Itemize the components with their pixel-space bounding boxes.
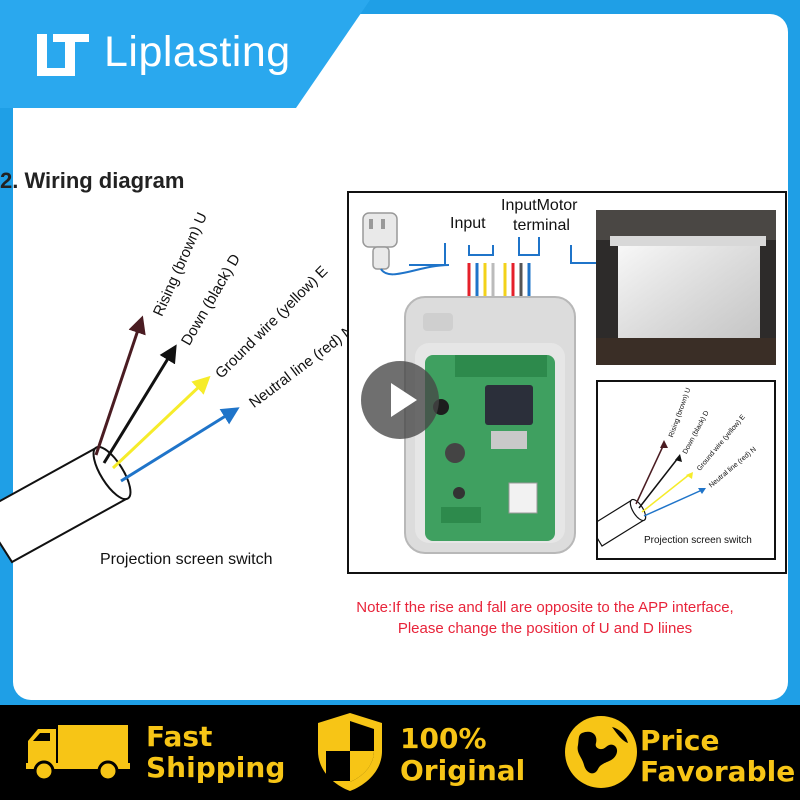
truck-icon (26, 725, 130, 782)
projection-screen-photo (596, 210, 776, 365)
note: Note:If the rise and fall are opposite t… (300, 597, 790, 639)
diagram-caption: Projection screen switch (100, 551, 273, 568)
feature-fast-line2: Shipping (146, 751, 286, 784)
note-line-2: Please change the position of U and D li… (397, 620, 693, 637)
ls-monogram-logo (37, 34, 89, 76)
feature-price-line2: Favorable (640, 755, 796, 788)
wire-ground-yellow (111, 375, 211, 470)
shield-icon (318, 713, 382, 791)
wire-rising-brown (94, 315, 146, 456)
wire-neutral-blue (120, 407, 240, 483)
input-label: Input (450, 215, 486, 232)
motor-label-line2: terminal (513, 217, 570, 234)
section-title: 2. Wiring diagram (0, 168, 185, 193)
cable (0, 445, 132, 564)
inset-wiring-diagram: Rising (brown) U Down (black) D Ground w… (596, 380, 776, 560)
feature-bar: Fast Shipping 100% Original Price Favora… (0, 705, 800, 800)
feature-original-line1: 100% (400, 722, 487, 755)
switch-module-illustration (362, 212, 613, 554)
circuit-board (425, 355, 555, 541)
feature-fast-line1: Fast (146, 720, 213, 753)
feature-price-favorable: Price Favorable (550, 705, 800, 800)
play-button[interactable] (361, 361, 439, 439)
wiring-diagram (0, 315, 240, 564)
note-line-1: Note:If the rise and fall are opposite t… (356, 599, 734, 616)
play-icon (391, 383, 417, 417)
inset-caption: Projection screen switch (644, 535, 752, 546)
feature-price-line1: Price (640, 724, 720, 757)
motor-label-line1: InputMotor (501, 197, 578, 214)
feature-original-line2: Original (400, 754, 526, 787)
feature-original: 100% Original (300, 705, 550, 800)
brand-name: Liplasting (104, 28, 291, 76)
globe-tag-icon (565, 716, 637, 788)
wire-down-black (102, 344, 177, 464)
feature-fast-shipping: Fast Shipping (0, 705, 300, 800)
